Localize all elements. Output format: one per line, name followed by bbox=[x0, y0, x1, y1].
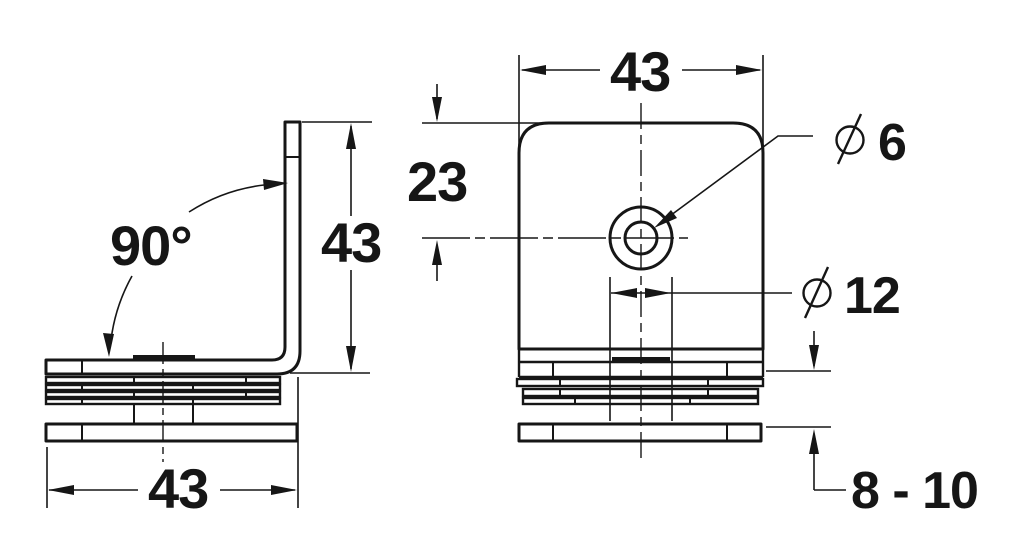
clamp-range-dimension: 8 - 10 bbox=[766, 331, 979, 520]
hole-offset-label: 23 bbox=[407, 150, 467, 213]
outer-diameter-value: 12 bbox=[844, 267, 900, 325]
angle-label: 90° bbox=[110, 214, 192, 277]
offset-arrow-up bbox=[432, 240, 442, 265]
dia12-arrow-right bbox=[645, 288, 671, 298]
base-arrow-right bbox=[271, 485, 297, 495]
grip-pad bbox=[133, 355, 195, 360]
hole-diameter-callout: 6 bbox=[654, 113, 907, 228]
hole-offset-dimension: 23 bbox=[407, 84, 468, 281]
angle-arc-lower bbox=[110, 275, 133, 341]
front-view: 43 23 6 bbox=[407, 40, 979, 520]
diameter-icon bbox=[802, 266, 832, 319]
angle-arrow-down bbox=[103, 333, 114, 357]
width-arrow-right bbox=[736, 65, 762, 75]
angle-dimension: 90° bbox=[103, 179, 288, 357]
leader-line bbox=[658, 135, 813, 225]
side-view: 90° 43 43 bbox=[44, 120, 382, 520]
range-arrow-up bbox=[809, 429, 819, 454]
height-arrow-up bbox=[346, 123, 356, 149]
clamp-plate-side bbox=[44, 422, 299, 443]
dia12-arrow-left bbox=[611, 288, 637, 298]
width-dimension: 43 bbox=[518, 40, 764, 150]
angle-arc-upper bbox=[188, 184, 265, 213]
height-arrow-down bbox=[346, 346, 356, 372]
diameter-icon bbox=[835, 113, 865, 165]
angle-arrow-right bbox=[263, 179, 288, 190]
width-label: 43 bbox=[610, 40, 670, 103]
height-label: 43 bbox=[321, 211, 381, 274]
clamp-range-label: 8 - 10 bbox=[851, 462, 978, 520]
base-width-dimension: 43 bbox=[46, 377, 299, 520]
outer-diameter-dimension: 12 bbox=[609, 266, 901, 421]
leader-arrow bbox=[654, 210, 677, 228]
gasket-strips-front bbox=[515, 349, 765, 406]
range-arrow-down bbox=[809, 345, 819, 370]
offset-arrow-down bbox=[432, 97, 442, 122]
width-arrow-left bbox=[520, 65, 546, 75]
grip-pad-front bbox=[612, 357, 670, 362]
clamp-plate-front bbox=[517, 422, 763, 443]
height-dimension: 43 bbox=[290, 121, 382, 374]
base-width-label: 43 bbox=[148, 457, 208, 520]
hole-diameter-value: 6 bbox=[878, 114, 906, 172]
bracket-profile bbox=[44, 120, 302, 376]
base-arrow-left bbox=[48, 485, 74, 495]
